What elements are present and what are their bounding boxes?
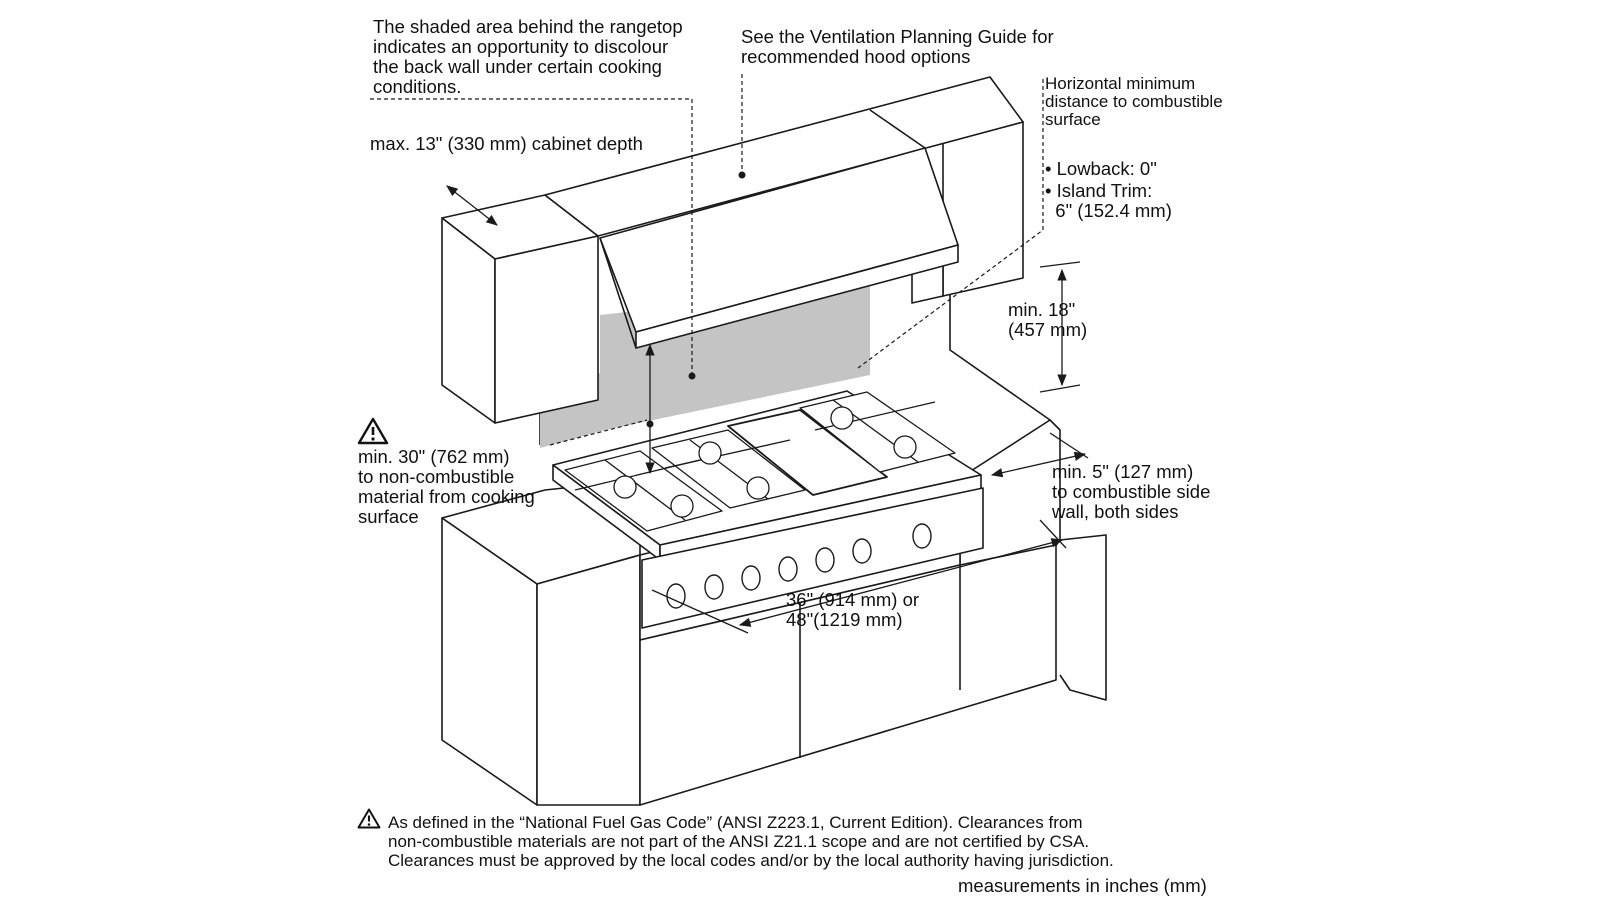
cabinet-depth-callout: max. 13" (330 mm) cabinet depth <box>370 133 643 154</box>
island-trim-callout: • Island Trim: 6" (152.4 mm) <box>1045 180 1172 221</box>
horizontal-min-callout: Horizontal minimum distance to combustib… <box>1045 74 1223 129</box>
hood-marker <box>738 171 746 179</box>
leader-lines <box>370 74 1044 446</box>
min-18-callout: min. 18" (457 mm) <box>1008 299 1088 340</box>
height-marker <box>646 420 654 428</box>
shaded-area-marker <box>688 372 696 380</box>
footnote-warning-icon <box>357 808 381 829</box>
range-hood <box>544 76 1024 349</box>
shaded-wall-area <box>540 285 870 448</box>
ventilation-callout: See the Ventilation Planning Guide for r… <box>741 26 1054 67</box>
left-upper-cabinet <box>441 194 599 424</box>
min-30-callout: min. 30" (762 mm) to non-combustible mat… <box>358 446 535 527</box>
shaded-area-callout: The shaded area behind the rangetop indi… <box>373 16 683 97</box>
warning-triangle-icon <box>357 417 389 445</box>
dimension-lines <box>446 185 1089 634</box>
burner-grates <box>564 391 956 532</box>
footnote-text: As defined in the “National Fuel Gas Cod… <box>388 813 1114 870</box>
min-5-callout: min. 5" (127 mm) to combustible side wal… <box>1052 461 1211 522</box>
width-callout: 36" (914 mm) or 48"(1219 mm) <box>786 589 920 630</box>
lowback-callout: • Lowback: 0" <box>1045 158 1157 179</box>
units-note: measurements in inches (mm) <box>958 875 1207 896</box>
